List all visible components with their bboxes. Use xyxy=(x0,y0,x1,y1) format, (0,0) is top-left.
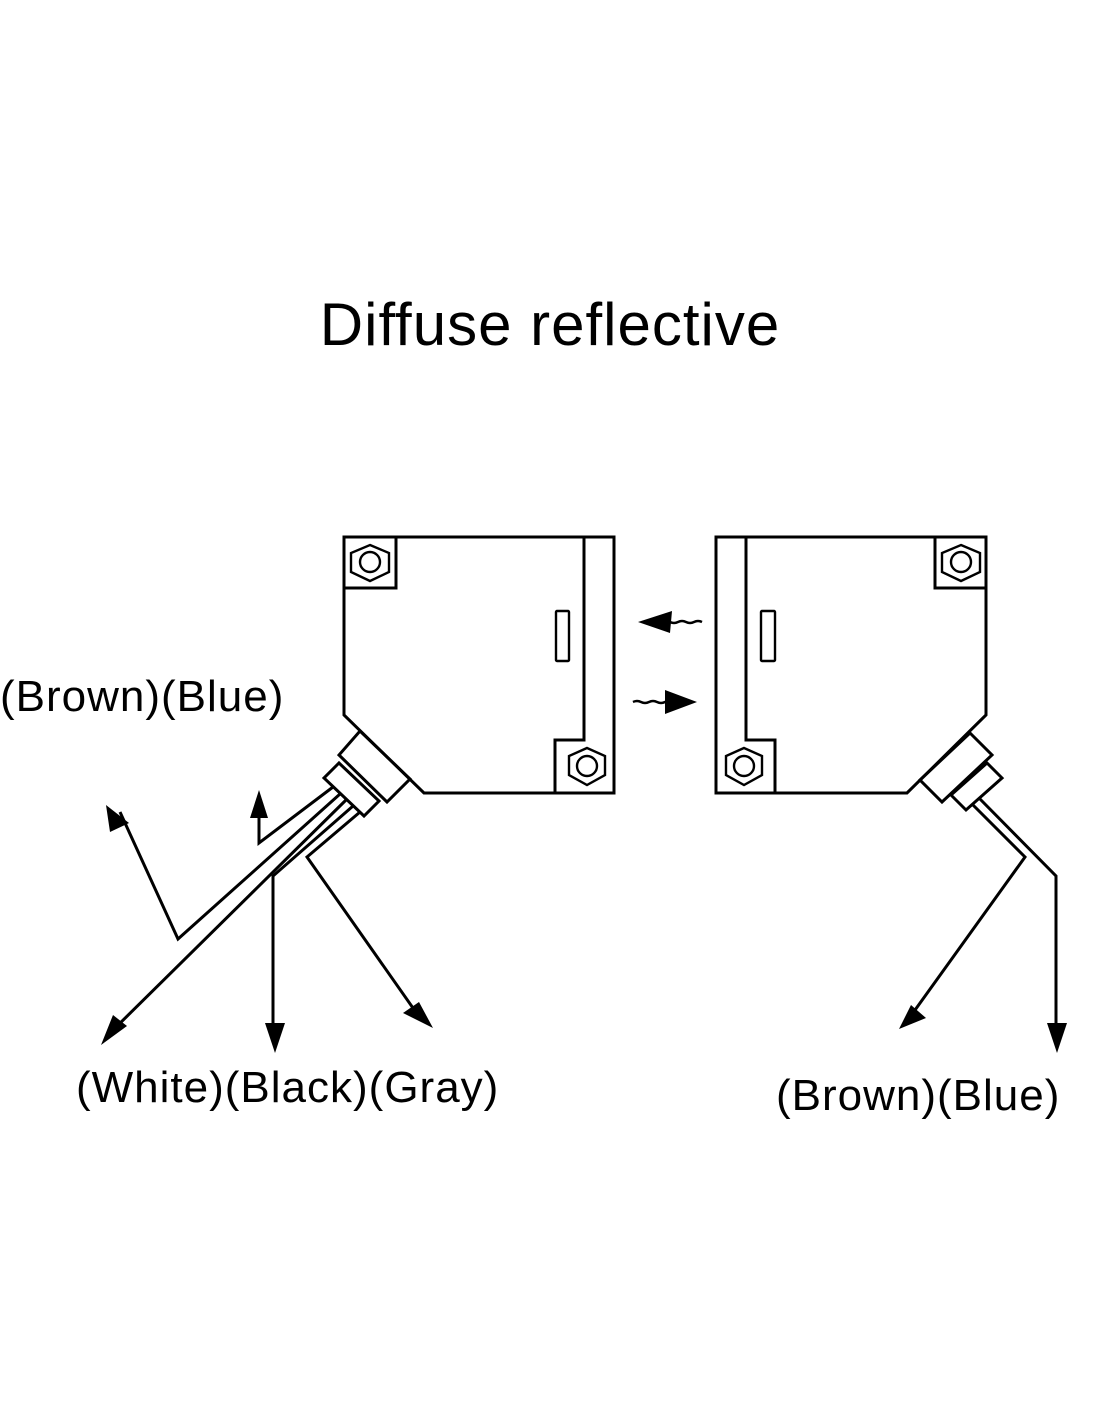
left-sensor xyxy=(101,535,616,1053)
left-sensor-top-wire-label: (Brown)(Blue) xyxy=(0,672,285,721)
right-cable-gland xyxy=(917,730,1005,813)
right-sensor-nut-frame-top xyxy=(933,537,986,590)
left-sensor-body xyxy=(342,535,616,795)
diagram-title: Diffuse reflective xyxy=(319,291,781,358)
hex-nut-icon xyxy=(940,543,982,583)
left-sensor-bottom-wire-label: (White)(Black)(Gray) xyxy=(76,1063,500,1112)
light-beam-arrows xyxy=(632,611,703,714)
right-sensor-indicator-slot xyxy=(759,609,777,663)
arrow-head-icon xyxy=(403,1002,433,1028)
hex-nut-icon xyxy=(349,543,391,583)
right-wire-bundle xyxy=(908,796,1058,1030)
arrow-head-icon xyxy=(265,1023,285,1053)
hex-nut-icon xyxy=(724,746,764,787)
left-cable-gland xyxy=(321,728,413,819)
right-sensor-wire-label: (Brown)(Blue) xyxy=(776,1071,1061,1120)
arrow-head-icon xyxy=(101,1015,127,1045)
left-wire-bundle xyxy=(106,785,422,1037)
left-sensor-nut-frame-top xyxy=(344,537,398,590)
arrow-head-icon xyxy=(250,790,268,818)
left-sensor-lens-rail xyxy=(553,537,586,793)
arrow-head-icon xyxy=(899,1005,926,1029)
arrow-head-icon xyxy=(1047,1023,1067,1053)
arrow-left-icon xyxy=(638,611,672,633)
right-sensor-lens-rail xyxy=(744,537,777,793)
left-sensor-indicator-slot xyxy=(554,609,571,663)
hex-nut-icon xyxy=(567,746,607,787)
arrow-head-icon xyxy=(106,805,129,832)
right-sensor xyxy=(714,535,1067,1053)
arrow-right-icon xyxy=(665,690,697,714)
